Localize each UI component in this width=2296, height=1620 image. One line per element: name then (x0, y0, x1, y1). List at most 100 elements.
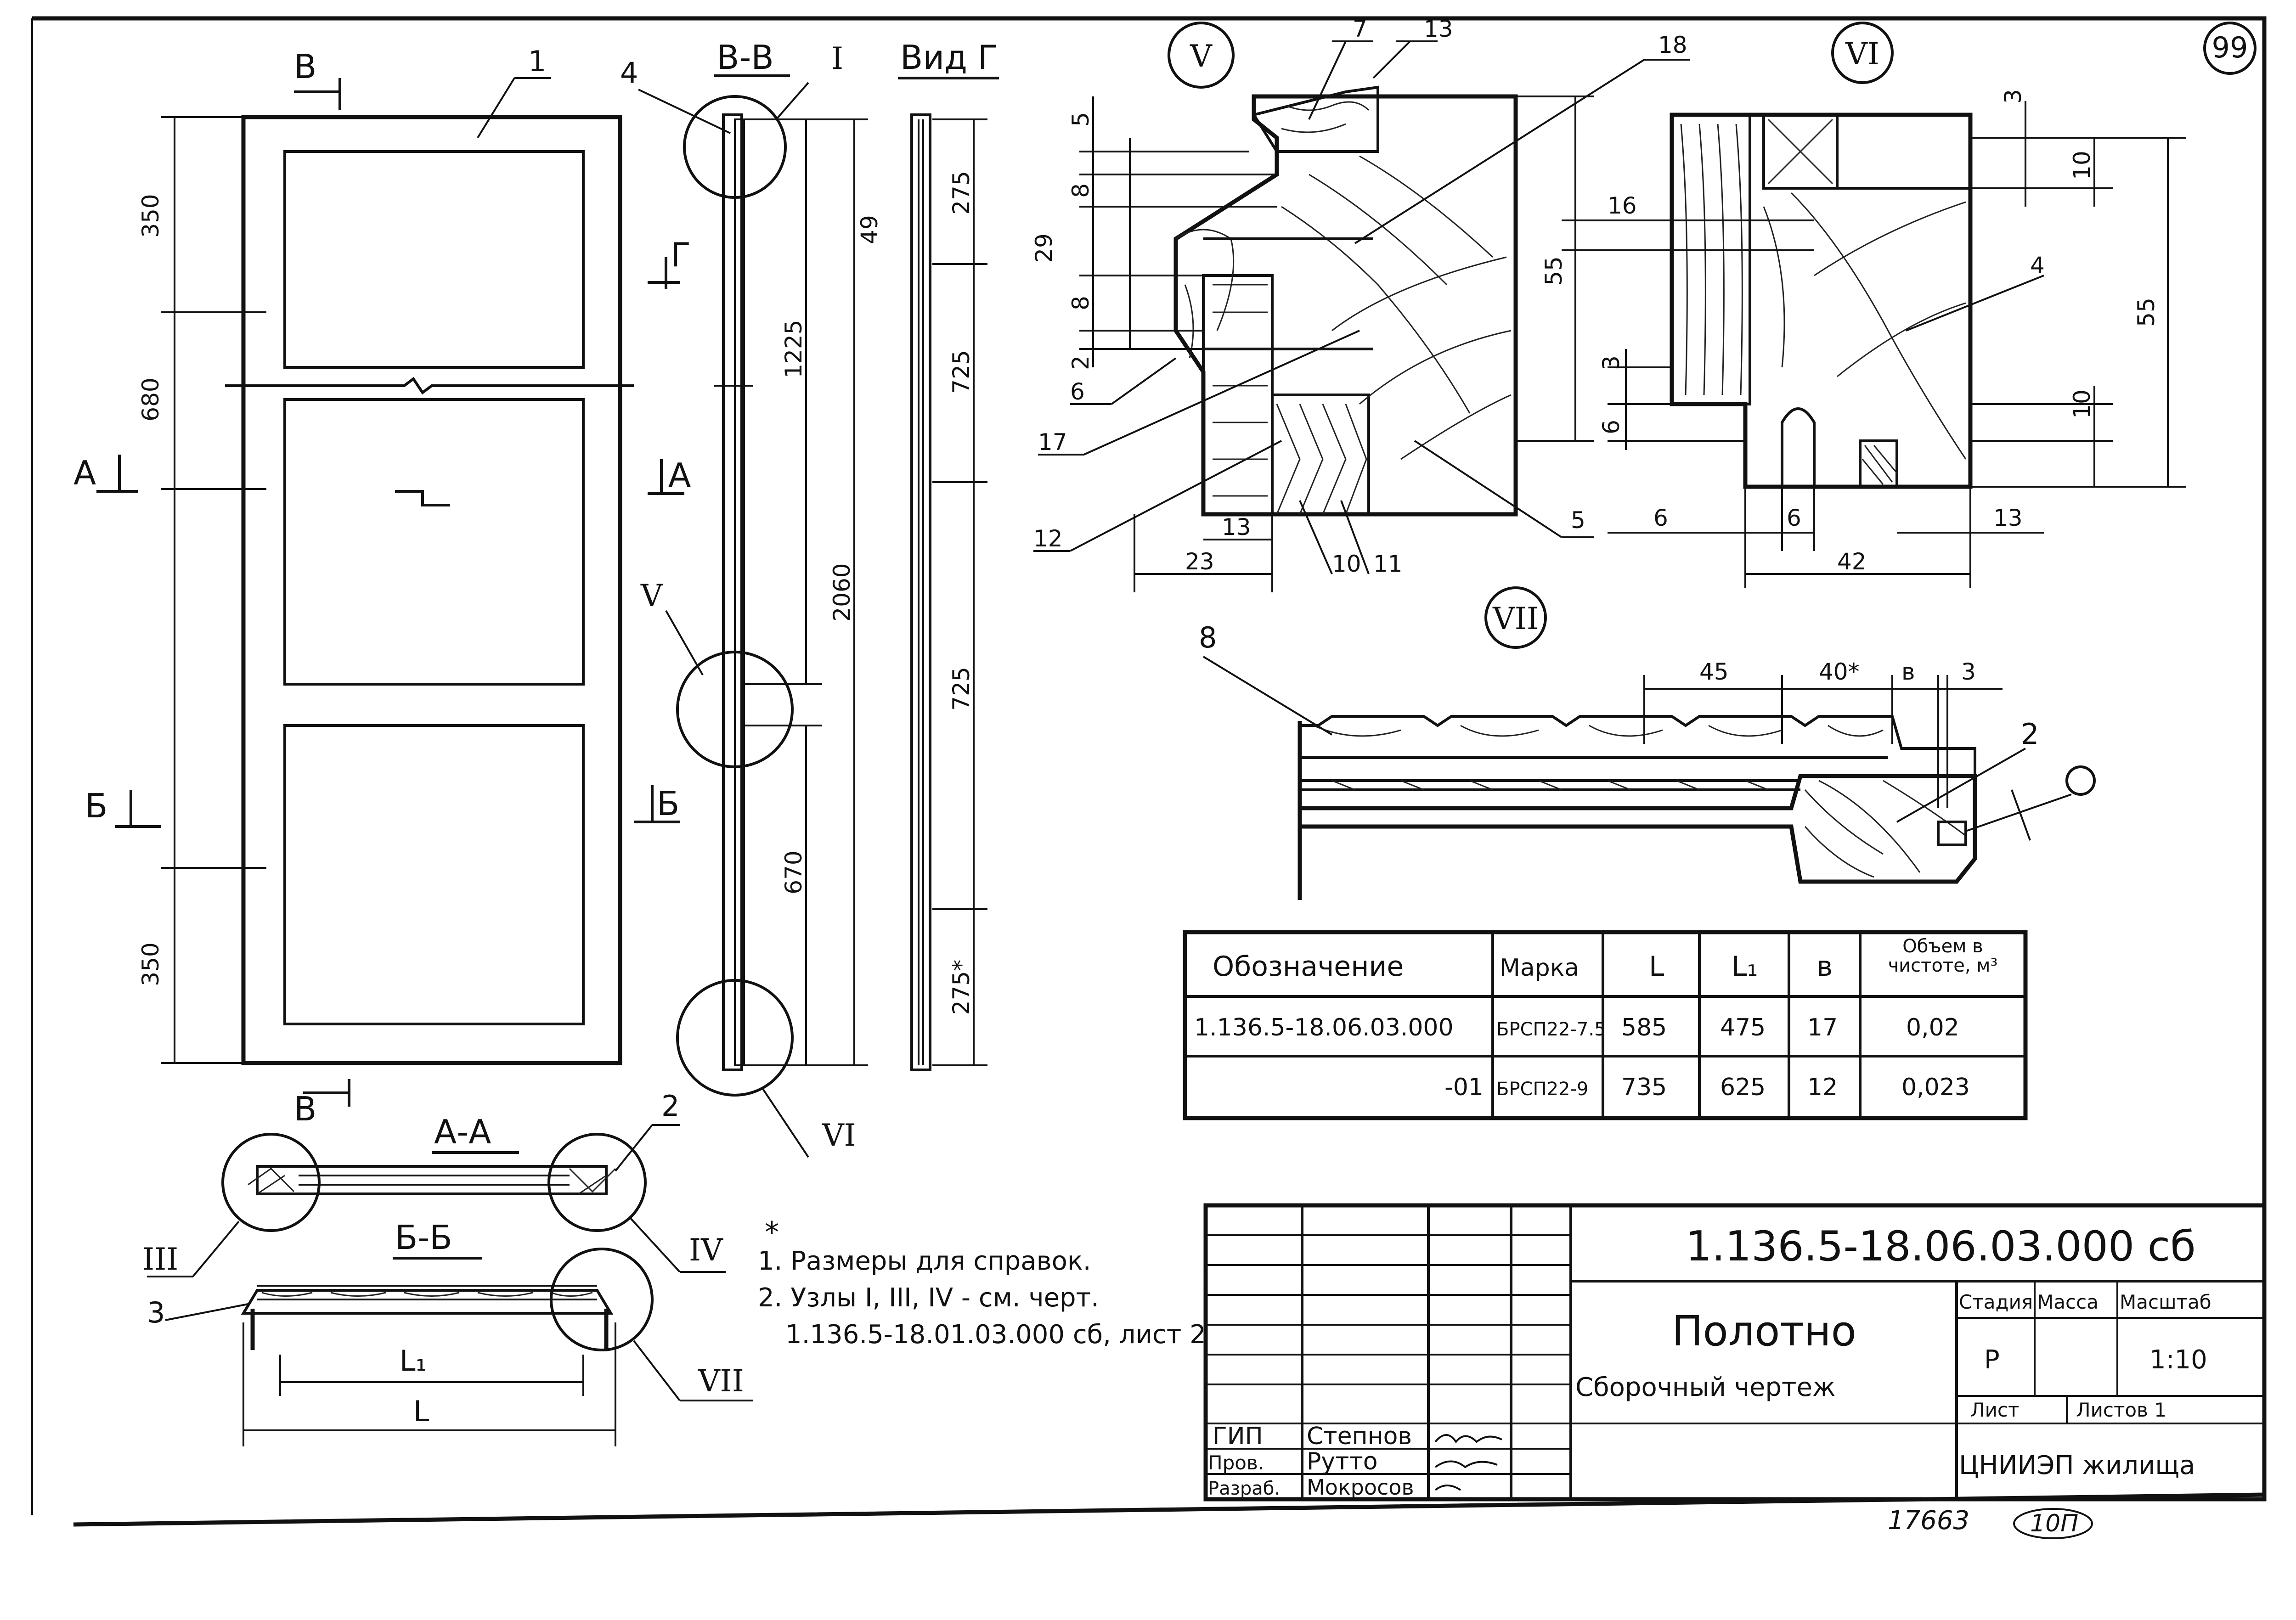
note-line-1: 1. Размеры для справок. (758, 1246, 1091, 1276)
role-checker: Пров. (1208, 1451, 1264, 1474)
spec-header-mark: Марка (1500, 954, 1579, 982)
spec-row1-b: 17 (1807, 1014, 1838, 1041)
node-v-label-29: 29 (1031, 233, 1057, 263)
node-v-label-6: 6 (1070, 378, 1085, 405)
dim-l: L (413, 1395, 429, 1428)
stage-label: Стадия (1959, 1291, 2033, 1313)
dim-725-a: 725 (948, 350, 975, 394)
section-vv: В-В I 4 V VI Г А Б 1225 2060 (620, 38, 883, 1158)
node-i-circle (683, 95, 787, 199)
node-v-label-8a: 8 (1067, 183, 1094, 198)
spec-row2-l1: 625 (1720, 1074, 1766, 1101)
node-vi-label-4: 4 (2030, 252, 2045, 279)
spec-row2-l: 735 (1621, 1074, 1667, 1101)
node-v-circle (676, 651, 794, 768)
upper-panel (283, 150, 585, 369)
node-v-label-2: 2 (1067, 355, 1094, 370)
section-bb: Б-Б 3 VII L₁ L (147, 1218, 753, 1446)
doc-subtitle: Сборочный чертеж (1575, 1372, 1835, 1402)
dim-670: 670 (780, 850, 807, 894)
scale-value: 1:10 (2149, 1345, 2207, 1375)
spec-row1-l1: 475 (1720, 1014, 1766, 1041)
node-vi-label-10b: 10 (2069, 389, 2095, 419)
middle-panel (283, 398, 585, 686)
doc-name: Полотно (1672, 1307, 1856, 1356)
node-v-label-7: 7 (1353, 16, 1367, 42)
role-developer: Разраб. (1208, 1478, 1280, 1499)
section-bb-callout-3: 3 (147, 1296, 165, 1329)
spec-row2-mark: БРСП22-9 (1496, 1079, 1588, 1100)
node-vi: VI 3 10 16 4 5 (1562, 22, 2186, 588)
node-v-label-10: 10 (1332, 551, 1361, 577)
spec-row1-volume: 0,02 (1906, 1014, 1959, 1041)
dim-bottom: 350 (137, 942, 164, 986)
spec-row1-mark: БРСП22-7.5 (1496, 1019, 1606, 1040)
node-vi-label: VI (822, 1118, 856, 1153)
node-vi-label-3a: 3 (2000, 89, 2026, 104)
spec-row2-volume: 0,023 (1901, 1074, 1970, 1101)
dim-1225: 1225 (780, 320, 807, 378)
node-vii-title: VII (1492, 601, 1539, 636)
node-vi-label-6a: 6 (1598, 420, 1625, 434)
node-v-label-13: 13 (1424, 16, 1453, 42)
spec-header-volume-wrap: Объем в чистоте, м³ (1888, 937, 1998, 975)
view-g: Вид Г 275 725 725 275* (898, 38, 999, 1071)
lower-panel (283, 724, 585, 1025)
node-vi-label-42: 42 (1837, 548, 1867, 575)
name-gip: Степнов (1307, 1423, 1412, 1450)
spec-row2-designation: -01 (1444, 1074, 1484, 1101)
node-v-label-17: 17 (1038, 429, 1067, 456)
name-developer: Мокросов (1307, 1475, 1414, 1500)
section-aa: А-А III IV 2 (142, 1089, 726, 1277)
section-marker-v-bottom: В (294, 1090, 316, 1128)
sheet-label: Лист (1970, 1399, 2019, 1421)
archive-number: 17663 (1888, 1506, 1969, 1536)
node-vii-callout-8: 8 (1199, 621, 1217, 654)
sheets-label: Листов 1 (2076, 1399, 2166, 1421)
scale-label: Масштаб (2120, 1291, 2211, 1313)
weld-symbol (2065, 765, 2096, 796)
node-vi-label-6c: 6 (1787, 505, 1801, 531)
node-vii-dim-3: 3 (1961, 658, 1976, 685)
node-v-label-11: 11 (1373, 551, 1403, 577)
node-iv-label: IV (689, 1232, 723, 1268)
notes: * 1. Размеры для справок. 2. Узлы I, III… (758, 1215, 1206, 1350)
node-vii: VII 45 40* в 3 8 2 (1199, 586, 2096, 900)
doc-code: 1.136.5-18.06.03.000 сб (1686, 1222, 2196, 1271)
dim-top: 350 (137, 194, 164, 237)
node-vi-label-6b: 6 (1653, 505, 1668, 531)
dim-l1: L₁ (400, 1344, 427, 1378)
note-line-2: 2. Узлы I, III, IV - см. черт. (758, 1283, 1099, 1313)
break-line (225, 377, 634, 395)
signature-gip (1434, 1434, 1502, 1444)
spec-row2-b: 12 (1807, 1074, 1838, 1101)
door-elevation: 1 350 680 350 В В А Б (73, 45, 634, 1128)
dim-275-top: 275 (948, 171, 975, 214)
node-vii-dim-45: 45 (1699, 658, 1729, 685)
callout-4: 4 (620, 56, 638, 90)
dim-2060: 2060 (829, 563, 855, 621)
callout-1: 1 (528, 45, 546, 78)
spec-header-l: L (1649, 951, 1664, 983)
sheet-frame: 99 (31, 16, 2267, 1527)
arrow-g: Г (671, 236, 691, 274)
node-v-label-5b: 5 (1571, 507, 1585, 534)
node-v-label-5a: 5 (1067, 112, 1094, 127)
sheet-number: 99 (2212, 31, 2248, 64)
node-v-title: V (1190, 39, 1213, 74)
arrow-a: А (668, 456, 691, 495)
node-vi-label-3b: 3 (1598, 355, 1625, 370)
node-vii-callout-2: 2 (2021, 717, 2039, 751)
spec-row1-l: 585 (1621, 1014, 1667, 1041)
node-i-label: I (831, 41, 843, 76)
node-v-label: V (640, 578, 663, 613)
view-g-title: Вид Г (900, 38, 998, 77)
section-aa-callout-2: 2 (661, 1089, 679, 1123)
spec-header-designation: Обозначение (1213, 951, 1404, 983)
node-v-label-18: 18 (1658, 32, 1687, 58)
node-v-label-8b: 8 (1067, 296, 1094, 310)
section-marker-a: А (73, 454, 96, 492)
spec-row1-designation: 1.136.5-18.06.03.000 (1194, 1014, 1454, 1041)
node-vi-title: VI (1845, 36, 1879, 72)
